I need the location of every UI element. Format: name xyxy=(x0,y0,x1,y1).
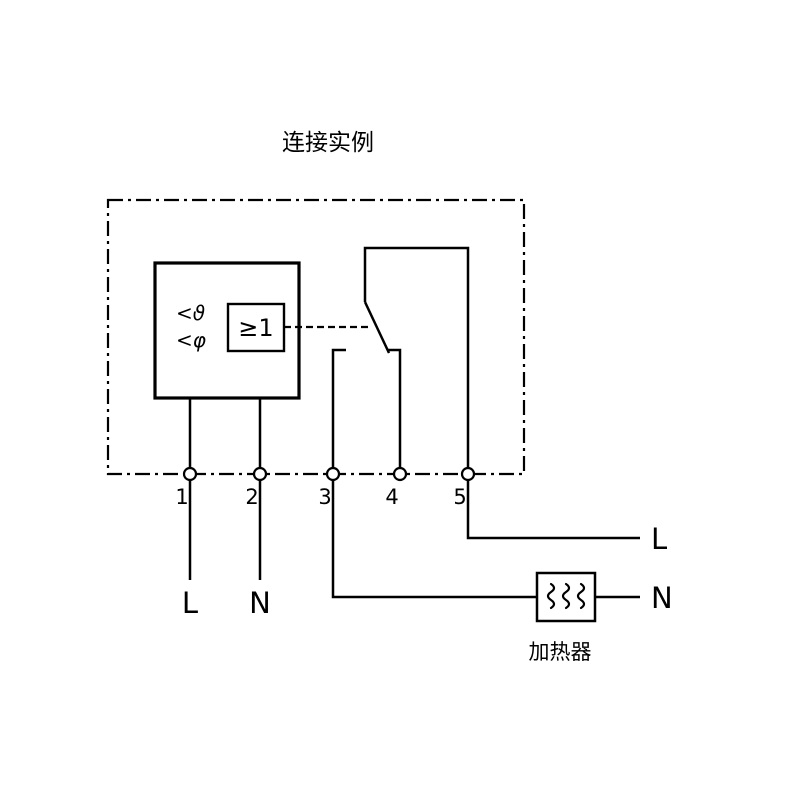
terminal-circle-2 xyxy=(252,466,268,482)
load-neutral-label: N xyxy=(651,581,673,615)
heater-element-icon xyxy=(576,582,586,610)
heater-element-icon xyxy=(546,582,556,610)
terminal-5-label: 5 xyxy=(453,485,466,509)
load-line-label: L xyxy=(651,522,667,556)
or-gate-box xyxy=(226,302,286,353)
or-gate-label: ≥1 xyxy=(238,314,273,342)
heater-element-icon xyxy=(561,582,571,610)
switch-blade xyxy=(363,301,391,354)
wire-terminal5-load-L xyxy=(466,480,640,540)
terminal-1-label: 1 xyxy=(175,485,188,509)
terminal-circle-4 xyxy=(392,466,408,482)
relay-common-wire xyxy=(363,246,470,468)
contact-stub-terminal4 xyxy=(387,348,402,468)
diagram-title: 连接实例 xyxy=(282,130,374,156)
supply-neutral-label: N xyxy=(249,586,271,620)
device-boundary-box xyxy=(106,198,526,476)
terminal-2-label: 2 xyxy=(245,485,258,509)
humidity-input-label: <φ xyxy=(176,328,206,352)
terminal-circle-1 xyxy=(182,466,198,482)
terminal-circle-5 xyxy=(460,466,476,482)
terminal-3-label: 3 xyxy=(318,485,331,509)
terminal-4-label: 4 xyxy=(385,485,398,509)
terminal-circle-3 xyxy=(325,466,341,482)
supply-line-label: L xyxy=(182,586,198,620)
contact-stub-terminal3 xyxy=(331,348,346,468)
heater-label: 加热器 xyxy=(529,640,592,664)
wire-terminal3-heater xyxy=(331,480,537,599)
heater-box xyxy=(535,571,597,623)
temperature-input-label: <ϑ xyxy=(176,301,205,325)
